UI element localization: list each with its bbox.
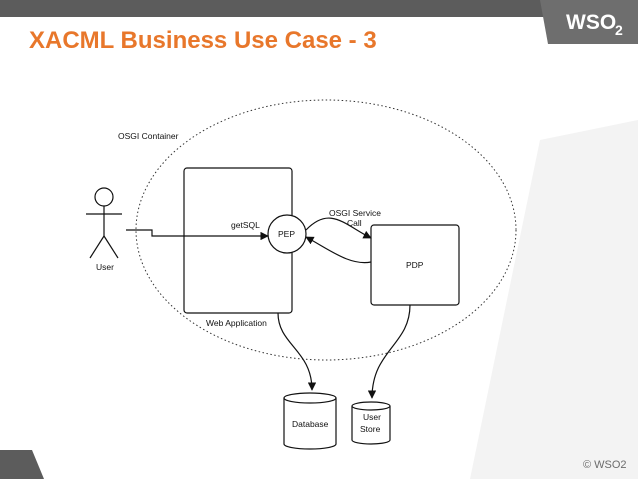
getsql-label: getSQL [231,220,260,230]
logo-tab [540,0,638,44]
web-application-label: Web Application [206,318,267,328]
database-cylinder [283,392,337,450]
pep-node [267,214,307,254]
wso2-logo-suffix: 2 [615,22,623,38]
copyright-text: © WSO2 [583,459,627,471]
top-bar [0,0,638,17]
osgi-service-call-label-line1: OSGI Service [329,208,381,218]
getsql-arrow [126,229,269,241]
user-actor-icon [86,187,122,259]
pdp-to-userstore-arrow [367,304,411,399]
background-shape [470,120,638,479]
database-label: Database [292,419,329,429]
pdp-label: PDP [406,260,424,270]
pdp-box [370,224,460,306]
osgi-service-call-arrow [305,217,372,239]
wso2-logo: WSO [566,11,617,34]
user-store-label-line1: User [363,412,381,422]
webapp-to-database-arrow [277,312,317,391]
osgi-container-boundary [135,99,517,361]
slide-title: XACML Business Use Case - 3 [29,27,377,54]
osgi-container-label: OSGI Container [118,131,179,141]
osgi-service-call-label-line2: Call [347,218,362,228]
user-label: User [96,262,114,272]
pdp-response-arrow [305,236,372,264]
user-store-label-line2: Store [360,424,381,434]
pep-label: PEP [278,229,295,239]
user-store-cylinder [351,401,391,445]
footer-tab [0,450,44,479]
